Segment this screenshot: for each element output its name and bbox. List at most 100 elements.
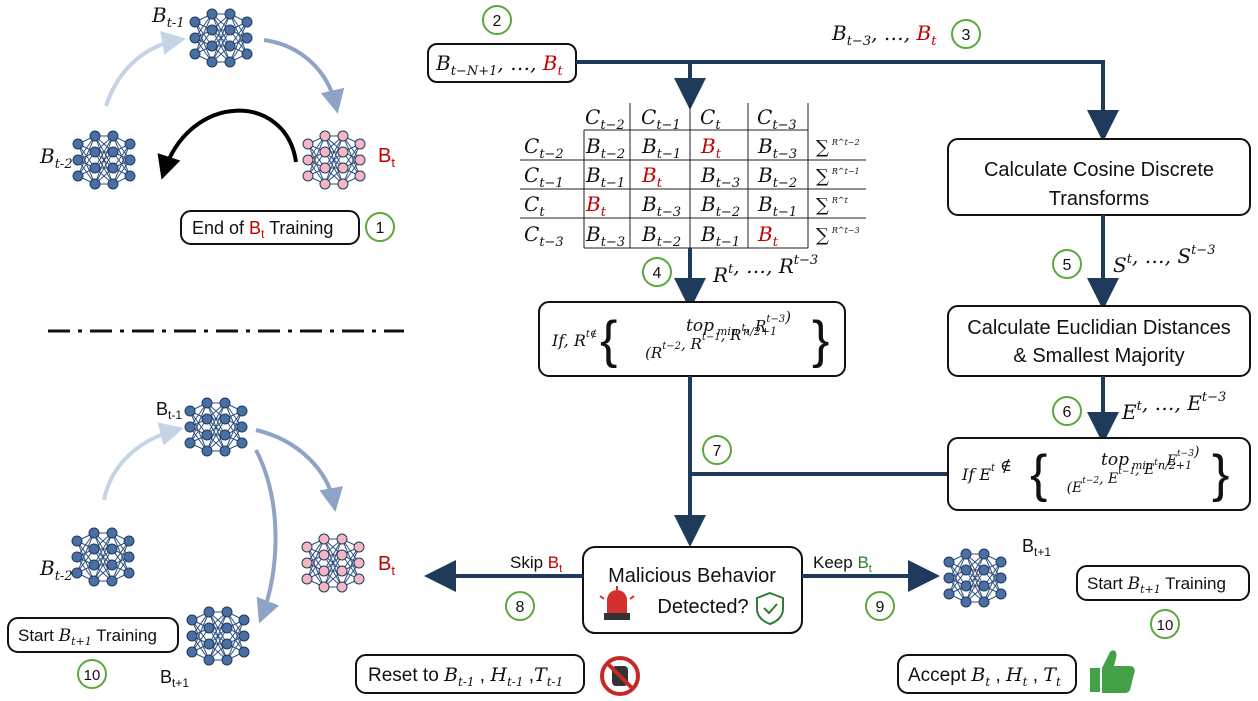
bt1-label: Bt-1 <box>151 3 185 31</box>
step-4-badge <box>642 257 672 287</box>
step-10-left-badge <box>77 659 107 689</box>
cosine-line-1: Calculate Cosine Discrete <box>984 159 1214 181</box>
alarm-icon <box>599 586 635 620</box>
row-sum-1: ∑R^t−1 <box>816 166 860 187</box>
table-cell-1-2: Bt−3 <box>700 163 740 191</box>
bt2-label: Bt-2 <box>39 144 73 172</box>
rCond-lbrace: { <box>600 311 617 369</box>
bl-model-bt-icon <box>301 533 365 593</box>
right-start-training-text: Start Bt+1 Training <box>1087 574 1226 596</box>
flow-arrow-to-cosine <box>576 60 1119 142</box>
step-6-badge <box>1052 396 1082 426</box>
model-bt-icon <box>302 130 366 190</box>
malicious-line-2: Detected? <box>657 596 748 618</box>
thumbs-up-icon <box>1090 650 1135 693</box>
step-6-label: 6 <box>1063 404 1072 421</box>
eCond-if: If Et ∉ <box>961 456 1012 484</box>
end-training-box <box>180 210 360 245</box>
step-10-right-label: 10 <box>1157 617 1174 634</box>
euclid-line-1: Calculate Euclidian Distances <box>967 317 1230 339</box>
rCond-rbrace: } <box>812 311 829 369</box>
row-sum-0: ∑R^t−2 <box>816 137 860 158</box>
table-cell-2-1: Bt−3 <box>641 192 681 220</box>
skip-text: Skip Bt <box>510 553 562 575</box>
models-text: Bt−N+1, …, Bt <box>435 51 564 79</box>
right-model-icon <box>943 548 1007 608</box>
col-header-1: Ct−1 <box>641 105 681 133</box>
eCond-set: (Et−2, Et−1, Et, Et−3) <box>1067 444 1200 496</box>
step-9-badge <box>865 591 895 621</box>
step-4-label: 4 <box>653 265 662 282</box>
end-training-text: End of Bt Training <box>192 218 333 241</box>
e-label: Et, …, Et−3 <box>1121 390 1226 424</box>
right-model-label: Bt+1 <box>1022 536 1051 559</box>
bl-bt1p-label: Bt+1 <box>160 667 189 690</box>
cosine-line-2: Transforms <box>1049 188 1149 210</box>
table-cell-0-0: Bt−2 <box>585 134 625 162</box>
euclid-line-2: & Smallest Majority <box>1013 345 1184 367</box>
keep-text: Keep Bt <box>813 553 872 575</box>
step-1-label: 1 <box>376 220 385 237</box>
step-8-badge <box>505 591 535 621</box>
malicious-line-1: Malicious Behavior <box>608 565 776 587</box>
col-header-0: Ct−2 <box>585 105 625 133</box>
table-cell-3-2: Bt−1 <box>700 222 740 250</box>
step-3-badge <box>951 19 981 49</box>
row-label-1: Ct−1 <box>524 163 564 191</box>
table-cell-2-0: Bt <box>585 192 607 220</box>
step-8-label: 8 <box>516 599 525 616</box>
step-3-label: 3 <box>962 27 971 44</box>
model-bt1-icon <box>189 8 253 68</box>
bl-bt2-label: Bt-2 <box>39 556 73 584</box>
right-start-training-box <box>1076 565 1250 601</box>
row-sum-2: ∑R^t <box>816 195 849 216</box>
s-label: St, …, St−3 <box>1113 243 1215 277</box>
rCond-if: If, Rt∉ <box>551 329 597 350</box>
step-5-badge <box>1052 249 1082 279</box>
row-label-0: Ct−2 <box>524 134 564 162</box>
shield-check-icon <box>756 591 784 626</box>
table-cell-3-1: Bt−2 <box>641 222 681 250</box>
rank-table <box>520 103 866 249</box>
table-cell-3-0: Bt−3 <box>585 222 625 250</box>
cosine-box <box>947 138 1251 216</box>
bl-bt1-label: Bt-1 <box>156 399 182 422</box>
bl-model-bt2-icon <box>71 527 135 587</box>
row-label-2: Ct <box>524 192 545 220</box>
euclid-box <box>947 305 1251 377</box>
step-5-label: 5 <box>1063 257 1072 274</box>
e-condition-box <box>947 437 1251 511</box>
reset-box <box>355 654 585 694</box>
bl-start-training-text: Start Bt+1 Training <box>18 626 157 648</box>
step-9-label: 9 <box>876 599 885 616</box>
eCond-rbrace: } <box>1212 445 1229 503</box>
step-10-right-badge <box>1150 609 1180 639</box>
table-cell-0-3: Bt−3 <box>757 134 797 162</box>
table-cell-0-2: Bt <box>700 134 722 162</box>
model-bt2-icon <box>72 130 136 190</box>
step-2-label: 2 <box>493 13 502 30</box>
r-label: Rt, …, Rt−3 <box>712 253 818 287</box>
step-10-left-label: 10 <box>84 667 101 684</box>
bl-model-bt1-icon <box>184 397 248 457</box>
step-7-label: 7 <box>713 443 722 460</box>
table-cell-0-1: Bt−1 <box>641 134 681 162</box>
step-1-badge <box>365 212 395 242</box>
reset-text: Reset to Bt-1 , Ht-1 ,Tt-1 <box>368 664 563 689</box>
accept-box <box>897 654 1077 694</box>
step-2-badge <box>482 5 512 35</box>
table-cell-2-3: Bt−1 <box>757 192 797 220</box>
malicious-box <box>582 546 803 634</box>
accept-text: Accept Bt , Ht , Tt <box>908 664 1061 689</box>
table-cell-1-0: Bt−1 <box>585 163 625 191</box>
rCond-set: (Rt−2, Rt−1, Rt, Rt−3) <box>645 308 791 362</box>
eCond-lbrace: { <box>1030 445 1047 503</box>
col-header-2: Ct <box>700 105 721 133</box>
step-7-badge <box>702 435 732 465</box>
row-label-3: Ct−3 <box>524 222 564 250</box>
